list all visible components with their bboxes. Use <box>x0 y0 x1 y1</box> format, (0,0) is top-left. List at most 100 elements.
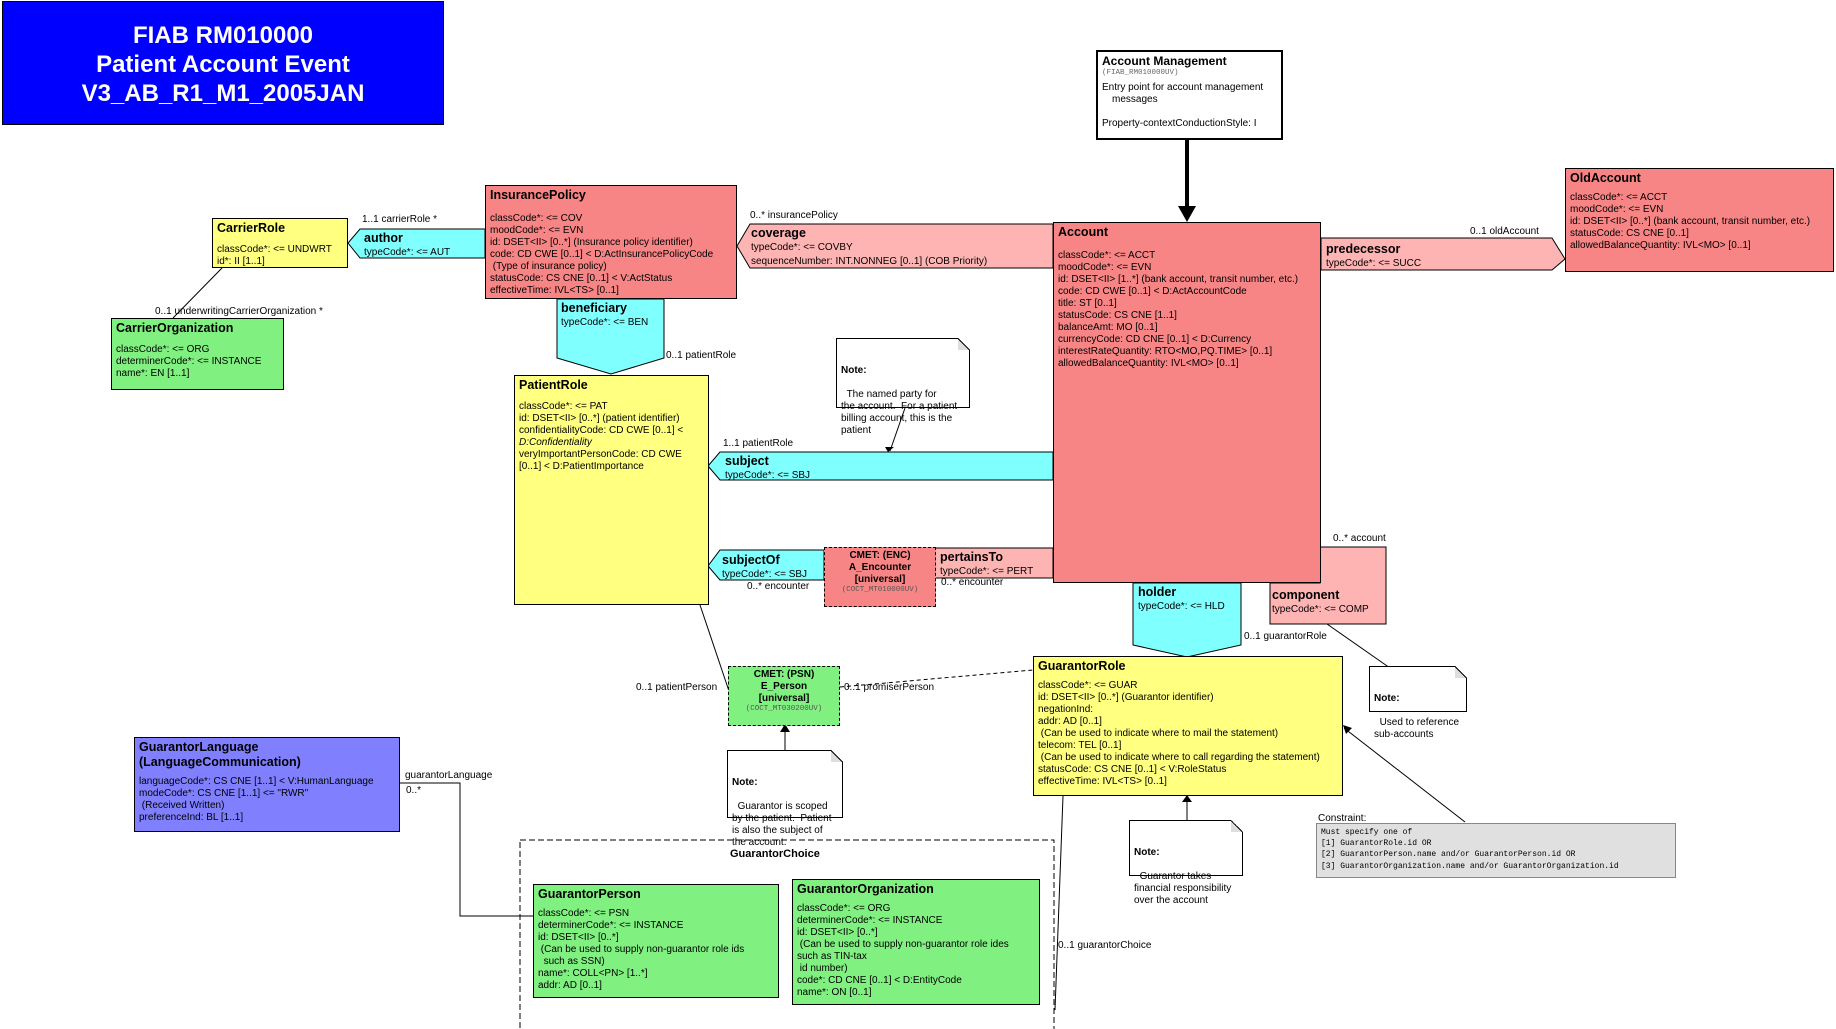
guarantor-role-class[interactable]: GuarantorRole classCode*: <= GUAR id: DS… <box>1033 656 1343 796</box>
coverage-extra: sequenceNumber: INT.NONNEG [0..1] (COB P… <box>751 256 988 268</box>
guarantor-role-title: GuarantorRole <box>1038 659 1126 673</box>
entry-point-desc2: messages <box>1112 94 1158 106</box>
carrier-org-class[interactable]: CarrierOrganization classCode*: <= ORG d… <box>111 318 284 390</box>
promiser-line <box>839 669 1034 688</box>
label-guarantor-role: 0..1 guarantorRole <box>1244 631 1327 642</box>
note-scoped: Note: Guarantor is scoped by the patient… <box>727 750 843 848</box>
insurance-policy-class[interactable]: InsurancePolicy classCode*: <= COV moodC… <box>485 185 737 299</box>
guarantor-person-row: addr: AD [0..1] <box>538 980 602 991</box>
label-guarantor-choice: 0..1 guarantorChoice <box>1058 940 1152 951</box>
carrier-role-class[interactable]: CarrierRole classCode*: <= UNDWRT id*: I… <box>212 218 348 268</box>
title-line-1: FIAB RM010000 <box>132 22 314 49</box>
choice-line <box>1054 795 1064 1011</box>
guarantor-role-row: telecom: TEL [0..1] <box>1038 740 1122 751</box>
label-guarantor-language-card: 0..* <box>406 785 422 796</box>
cmet-encounter-l3: [universal] <box>854 574 906 585</box>
old-account-row: classCode*: <= ACCT <box>1570 192 1668 203</box>
subject-label[interactable]: subject typeCode*: <= SBJ <box>725 454 810 482</box>
constraint-line-0: Must specify one of <box>1321 828 1413 837</box>
note-named-party: Note: The named party for the account. F… <box>836 338 970 436</box>
guarantor-role-row: id: DSET<II> [0..*] (Guarantor identifie… <box>1038 692 1214 703</box>
coverage-label[interactable]: coverage typeCode*: <= COVBY sequenceNum… <box>751 226 987 268</box>
guarantor-person-row: determinerCode*: <= INSTANCE <box>538 920 684 931</box>
patient-role-row: [0..1] < D:PatientImportance <box>519 461 644 472</box>
note-sub-accounts: Note: Used to reference sub-accounts <box>1369 666 1467 740</box>
author-code: typeCode*: <= AUT <box>364 247 451 259</box>
guarantor-person-row: name*: COLL<PN> [1..*] <box>538 968 648 979</box>
guarantor-language-row: (Received Written) <box>139 800 225 811</box>
guarantor-role-row: (Can be used to indicate where to mail t… <box>1038 728 1279 739</box>
cmet-person-box[interactable]: CMET: (PSN) E_Person [universal] (COCT_M… <box>728 666 840 726</box>
guarantor-language-title: GuarantorLanguage <box>139 740 259 754</box>
account-row: balanceAmt: MO [0..1] <box>1058 322 1158 333</box>
account-row: interestRateQuantity: RTO<MO,PQ.TIME> [0… <box>1058 346 1273 357</box>
old-account-class[interactable]: OldAccount classCode*: <= ACCT moodCode*… <box>1565 168 1834 272</box>
beneficiary-label[interactable]: beneficiary typeCode*: <= BEN <box>561 301 648 329</box>
cmet-person-id: (COCT_MT030200UV) <box>745 705 823 713</box>
guarantor-role-row: addr: AD [0..1] <box>1038 716 1102 727</box>
pertainsTo-label[interactable]: pertainsTo typeCode*: <= PERT <box>940 550 1033 578</box>
account-row: title: ST [0..1] <box>1058 298 1117 309</box>
guarantor-person-row: id: DSET<II> [0..*] <box>538 932 619 943</box>
label-account: 0..* account <box>1333 533 1386 544</box>
guarantor-language-row: modeCode*: CS CNE [1..1] <= "RWR" <box>139 788 309 799</box>
patient-role-row: classCode*: <= PAT <box>519 401 608 412</box>
label-carrier-role: 1..1 carrierRole * <box>362 214 438 225</box>
guarantor-org-row: name*: ON [0..1] <box>797 987 872 998</box>
diagram-title: FIAB RM010000 Patient Account Event V3_A… <box>2 1 444 125</box>
guarantor-org-row: determinerCode*: <= INSTANCE <box>797 915 943 926</box>
predecessor-label[interactable]: predecessor typeCode*: <= SUCC <box>1326 242 1421 270</box>
label-old-account: 0..1 oldAccount <box>1470 226 1539 237</box>
subjectOf-code: typeCode*: <= SBJ <box>722 569 808 581</box>
label-encounter-1: 0..* encounter <box>747 581 810 592</box>
old-account-row: allowedBalanceQuantity: IVL<MO> [0..1] <box>1570 240 1751 251</box>
patient-role-class[interactable]: PatientRole classCode*: <= PAT id: DSET<… <box>514 375 709 605</box>
guarantor-person-class[interactable]: GuarantorPerson classCode*: <= PSN deter… <box>533 884 779 998</box>
label-insurance-policy: 0..* insurancePolicy <box>750 210 838 221</box>
insurance-policy-row: id: DSET<II> [0..*] (Insurance policy id… <box>490 237 693 248</box>
component-name: component <box>1272 588 1340 602</box>
insurance-policy-row: moodCode*: <= EVN <box>490 225 584 236</box>
label-patient-role-1: 0..1 patientRole <box>666 350 737 361</box>
entry-point-box[interactable]: Account Management (FIAB_RM010000UV) Ent… <box>1096 50 1283 140</box>
guarantor-language-class[interactable]: GuarantorLanguage (LanguageCommunication… <box>134 737 400 832</box>
label-underwriting: 0..1 underwritingCarrierOrganization * <box>155 306 323 317</box>
constraint-line <box>1343 727 1466 823</box>
holder-label[interactable]: holder typeCode*: <= HLD <box>1138 585 1225 613</box>
language-line <box>400 782 533 917</box>
account-row: code: CD CWE [0..1] < D:ActAccountCode <box>1058 286 1247 297</box>
old-account-row: moodCode*: <= EVN <box>1570 204 1664 215</box>
note-sub-accounts-text: Used to reference sub-accounts <box>1374 717 1460 740</box>
label-promiser-person: 0..1 promiserPerson <box>844 682 935 693</box>
old-account-row: id: DSET<II> [0..*] (bank account, trans… <box>1570 216 1811 227</box>
guarantor-org-title: GuarantorOrganization <box>797 882 934 896</box>
note-financial: Note: Guarantor takes financial responsi… <box>1129 820 1243 906</box>
note-financial-title: Note: <box>1134 847 1160 858</box>
account-class[interactable]: Account classCode*: <= ACCT moodCode*: <… <box>1053 222 1321 583</box>
account-row: classCode*: <= ACCT <box>1058 250 1156 261</box>
insurance-policy-row: classCode*: <= COV <box>490 213 583 224</box>
label-guarantor-language: guarantorLanguage <box>405 770 493 781</box>
guarantor-org-class[interactable]: GuarantorOrganization classCode*: <= ORG… <box>792 879 1040 1005</box>
cmet-encounter-box[interactable]: CMET: (ENC) A_Encounter [universal] (COC… <box>824 547 936 607</box>
pertainsTo-name: pertainsTo <box>940 550 1003 564</box>
coverage-name: coverage <box>751 226 806 240</box>
component-label[interactable]: component typeCode*: <= COMP <box>1272 588 1369 616</box>
guarantor-org-row: id: DSET<II> [0..*] <box>797 927 878 938</box>
insurance-policy-row: code: CD CWE [0..1] < D:ActInsurancePoli… <box>490 249 714 260</box>
guarantor-org-row: (Can be used to supply non-guarantor rol… <box>797 939 1009 950</box>
predecessor-name: predecessor <box>1326 242 1401 256</box>
account-row: allowedBalanceQuantity: IVL<MO> [0..1] <box>1058 358 1239 369</box>
old-account-row: statusCode: CS CNE [0..1] <box>1570 228 1689 239</box>
pertainsTo-code: typeCode*: <= PERT <box>940 566 1034 578</box>
author-label[interactable]: author typeCode*: <= AUT <box>364 231 450 259</box>
guarantor-person-title: GuarantorPerson <box>538 887 641 901</box>
coverage-code: typeCode*: <= COVBY <box>751 242 853 254</box>
note-financial-text: Guarantor takes financial responsibility… <box>1134 871 1232 906</box>
guarantor-choice-title: GuarantorChoice <box>730 848 820 860</box>
patient-role-row: D:Confidentiality <box>519 437 592 448</box>
subjectOf-name: subjectOf <box>722 553 780 567</box>
subjectOf-label[interactable]: subjectOf typeCode*: <= SBJ <box>722 553 807 581</box>
constraint-line-2: [2] GuarantorPerson.name and/or Guaranto… <box>1321 850 1576 860</box>
